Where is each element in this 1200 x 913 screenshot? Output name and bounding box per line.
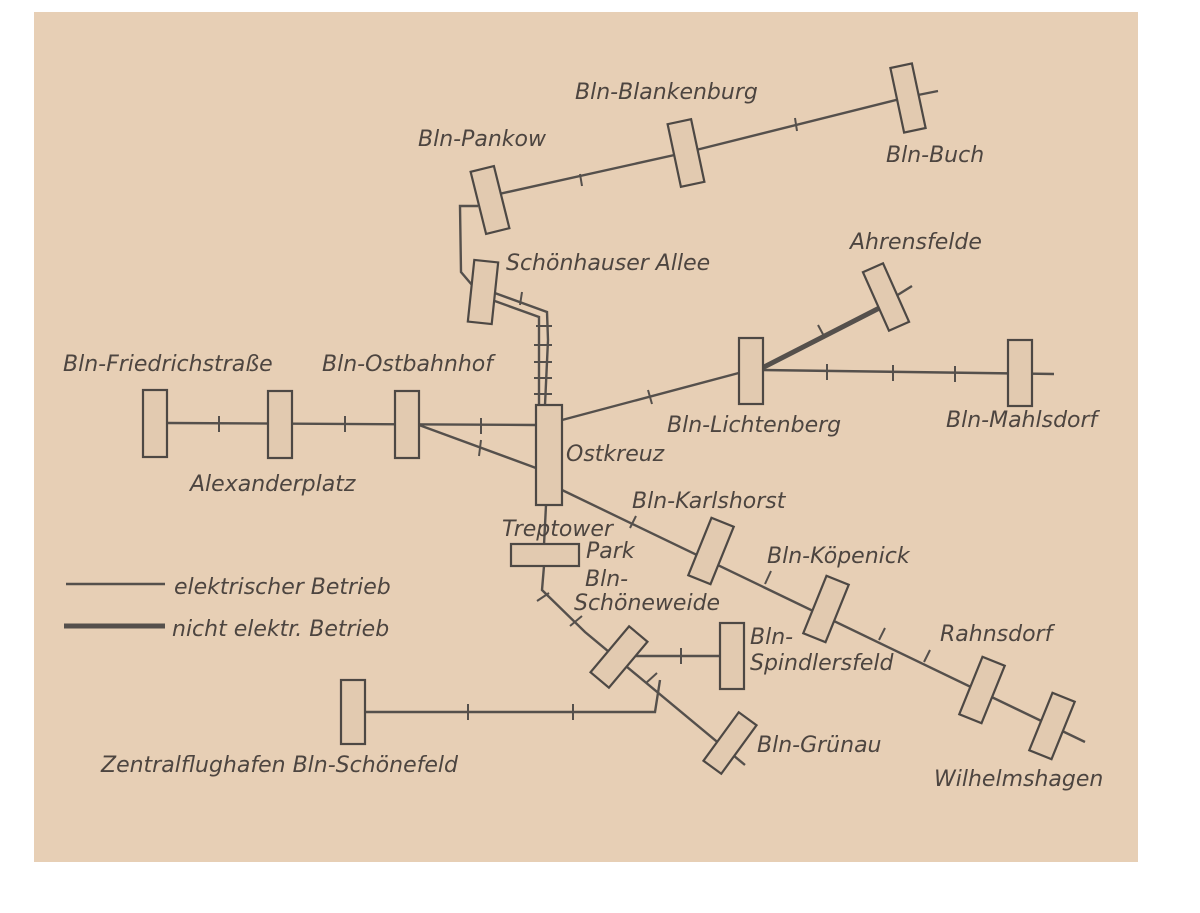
label-spindlersfeld-1: Bln- — [750, 625, 793, 650]
track-ticks — [218, 117, 956, 720]
tick — [629, 515, 637, 529]
track-schoeneweide-schoenefeld — [365, 679, 662, 714]
tick — [569, 615, 583, 627]
track-treptower-gruenau — [540, 565, 746, 766]
label-lichtenberg: Bln-Lichtenberg — [667, 413, 841, 438]
label-schoeneweide-1: Bln- — [585, 567, 628, 592]
track-ostkreuz-lichtenberg — [561, 368, 751, 422]
label-pankow: Bln-Pankow — [418, 127, 547, 152]
label-karlshorst: Bln-Karlshorst — [632, 489, 787, 514]
label-alexanderplatz: Alexanderplatz — [188, 472, 356, 497]
rail-network-card: Bln-Buch Bln-Blankenburg Bln-Pankow Schö… — [34, 12, 1138, 862]
station-box-rahnsdorf — [957, 655, 1007, 725]
label-buch: Bln-Buch — [886, 143, 984, 168]
tick — [764, 570, 772, 585]
label-mahlsdorf: Bln-Mahlsdorf — [946, 408, 1101, 433]
station-box-treptower-park — [509, 542, 581, 568]
station-box-gruenau — [701, 710, 759, 776]
label-friedrichstrasse: Bln-Friedrichstraße — [63, 352, 273, 377]
tick — [794, 117, 798, 132]
label-treptower-park: Park — [586, 539, 636, 564]
legend-non-electric-label: nicht elektr. Betrieb — [172, 617, 389, 642]
station-box-schoenefeld — [339, 678, 367, 746]
label-ostkreuz: Ostkreuz — [566, 442, 665, 467]
label-schoeneweide-2: Schöneweide — [574, 591, 720, 616]
station-box-buch — [889, 62, 927, 134]
tick — [579, 173, 583, 187]
station-box-wilhelmshagen — [1027, 691, 1077, 761]
station-box-ostbahnhof — [393, 389, 421, 460]
station-box-friedrichstrasse — [141, 388, 169, 459]
track-ostkreuz-treptower — [542, 504, 548, 546]
label-spindlersfeld-2: Spindlersfeld — [750, 651, 894, 676]
station-box-pankow — [469, 164, 511, 236]
track-lines — [167, 89, 1086, 766]
station-box-spindlersfeld — [718, 621, 746, 691]
tick — [536, 592, 550, 602]
tick — [478, 439, 482, 457]
station-box-lichtenberg — [737, 336, 765, 406]
track-pankow-buch — [489, 89, 939, 198]
station-box-blankenburg — [666, 117, 706, 189]
tick — [645, 672, 658, 684]
station-box-ostkreuz — [534, 403, 564, 507]
label-treptower: Treptower — [502, 517, 615, 542]
legend: elektrischer Betrieb nicht elektr. Betri… — [64, 575, 391, 642]
tick — [647, 389, 653, 405]
label-schoenhauser: Schönhauser Allee — [506, 251, 710, 276]
track-pankow-schoenhauser — [458, 204, 478, 286]
track-ahrensfelde-stub — [895, 284, 913, 298]
label-rahnsdorf: Rahnsdorf — [940, 622, 1056, 647]
station-box-koepenick — [801, 574, 851, 644]
station-markers — [141, 62, 1077, 776]
tick — [519, 291, 523, 306]
tick — [878, 627, 886, 641]
label-ostbahnhof: Bln-Ostbahnhof — [322, 352, 496, 377]
rail-network-map: Bln-Buch Bln-Blankenburg Bln-Pankow Schö… — [63, 62, 1103, 792]
tick — [817, 324, 826, 339]
track-lichtenberg-mahlsdorf — [761, 368, 1055, 376]
tick — [923, 649, 931, 663]
label-gruenau: Bln-Grünau — [757, 733, 882, 758]
station-box-schoenhauser — [466, 258, 500, 326]
station-box-schoeneweide — [588, 624, 650, 690]
track-friedrichstrasse-ostkreuz — [167, 421, 537, 427]
label-schoenefeld: Zentralflughafen Bln-Schönefeld — [100, 753, 459, 778]
station-box-alexanderplatz — [266, 389, 294, 460]
station-box-ahrensfelde — [861, 261, 911, 333]
station-box-mahlsdorf — [1006, 338, 1034, 408]
label-koepenick: Bln-Köpenick — [767, 544, 911, 569]
station-box-karlshorst — [686, 516, 736, 586]
station-labels: Bln-Buch Bln-Blankenburg Bln-Pankow Schö… — [63, 80, 1103, 792]
label-blankenburg: Bln-Blankenburg — [575, 80, 758, 105]
legend-electric-label: elektrischer Betrieb — [174, 575, 391, 600]
track-lichtenberg-ahrensfelde — [760, 297, 897, 371]
label-ahrensfelde: Ahrensfelde — [848, 230, 982, 255]
label-wilhelmshagen: Wilhelmshagen — [934, 767, 1103, 792]
track-schoenhauser-ostkreuz-parallel — [491, 298, 541, 405]
track-ostbahnhof-ostkreuz-diag — [418, 423, 537, 470]
